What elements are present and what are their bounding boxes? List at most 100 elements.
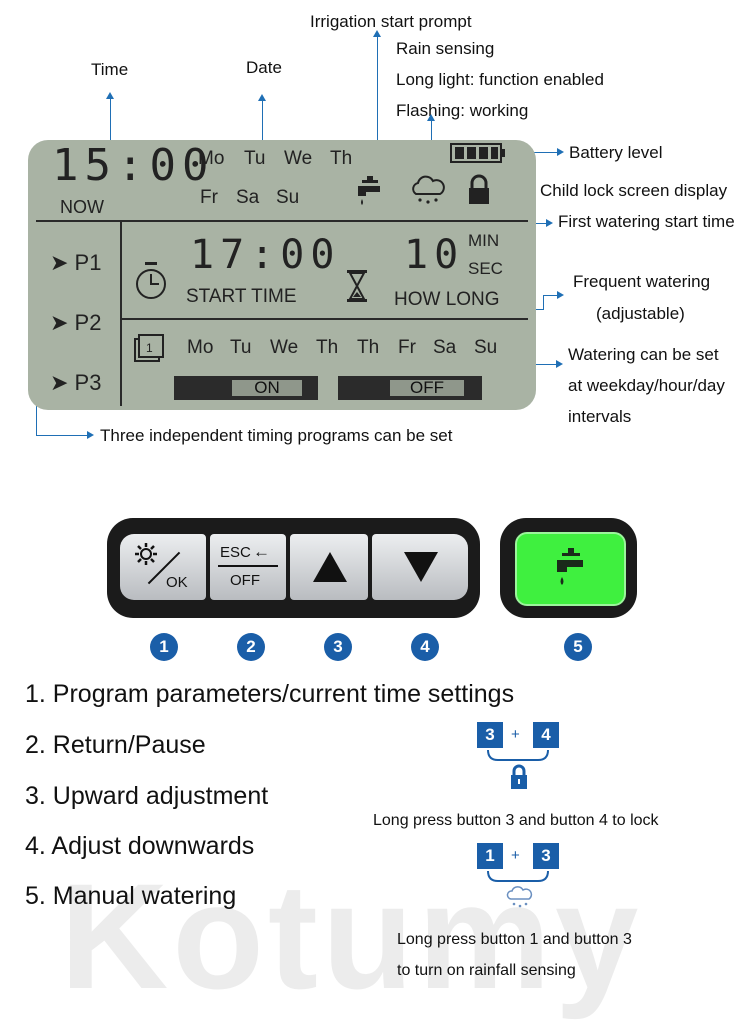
lock-key-3: 3 bbox=[477, 722, 503, 748]
up-button[interactable] bbox=[290, 534, 368, 600]
callout-child-lock: Child lock screen display bbox=[540, 181, 728, 200]
battery-icon bbox=[450, 143, 505, 163]
function-2: 2. Return/Pause bbox=[25, 731, 206, 759]
callout-time: Time bbox=[91, 60, 129, 79]
button-divider bbox=[218, 565, 278, 567]
how-long-label: HOW LONG bbox=[394, 289, 500, 310]
lock-key-4: 4 bbox=[533, 722, 559, 748]
arrow-frequent bbox=[557, 291, 564, 299]
week-su: Su bbox=[474, 337, 498, 358]
week-tu: Tu bbox=[230, 337, 252, 358]
leader-frequent-up bbox=[543, 295, 544, 310]
week-sa: Sa bbox=[433, 337, 457, 358]
arrow-first-watering bbox=[546, 219, 553, 227]
leader-time bbox=[110, 98, 111, 144]
badge-3: 3 bbox=[324, 633, 352, 661]
day-we: We bbox=[284, 148, 313, 169]
program-p3: ➤ P3 bbox=[50, 370, 102, 395]
program-p1: ➤ P1 bbox=[50, 250, 102, 275]
faucet-icon bbox=[358, 176, 380, 205]
settings-ok-button[interactable]: OK bbox=[120, 534, 206, 600]
stopwatch-icon bbox=[136, 262, 166, 299]
callout-flashing: Flashing: working bbox=[396, 101, 529, 120]
leader-frequent-end bbox=[543, 295, 557, 296]
rain-instruction-1: Long press button 1 and button 3 bbox=[397, 931, 632, 948]
start-time-label: START TIME bbox=[186, 286, 297, 307]
lock-instruction: Long press button 3 and button 4 to lock bbox=[373, 812, 659, 829]
callout-irrigation-prompt: Irrigation start prompt bbox=[310, 12, 472, 31]
rain-plus: + bbox=[511, 847, 520, 864]
rain-combo-bracket bbox=[487, 870, 549, 882]
callout-battery: Battery level bbox=[569, 143, 663, 162]
week-th-1: Th bbox=[316, 337, 339, 358]
lock-combo-bracket bbox=[487, 749, 549, 761]
callout-interval-2: at weekday/hour/day bbox=[568, 376, 725, 395]
off-label: OFF bbox=[230, 572, 260, 589]
badge-1: 1 bbox=[150, 633, 178, 661]
lcd-screen bbox=[28, 140, 536, 410]
arrow-interval bbox=[556, 360, 563, 368]
faucet-icon bbox=[557, 548, 583, 585]
lock-icon bbox=[511, 764, 527, 789]
day-fr: Fr bbox=[200, 187, 218, 208]
callout-adjustable: (adjustable) bbox=[596, 304, 685, 323]
duration-display: 10 bbox=[404, 232, 465, 278]
callout-frequent-watering: Frequent watering bbox=[573, 272, 711, 291]
lock-icon bbox=[469, 174, 489, 204]
unit-min: MIN bbox=[468, 231, 500, 250]
current-time-display: 15:00 bbox=[52, 140, 215, 191]
day-th: Th bbox=[330, 148, 353, 169]
week-we: We bbox=[270, 337, 299, 358]
week-th-2: Th bbox=[357, 337, 380, 358]
function-3: 3. Upward adjustment bbox=[25, 782, 269, 810]
now-label: NOW bbox=[60, 197, 104, 217]
esc-label: ESC bbox=[220, 544, 251, 561]
function-4: 4. Adjust downwards bbox=[25, 832, 255, 860]
arrow-time bbox=[106, 92, 114, 99]
badge-2: 2 bbox=[237, 633, 265, 661]
leader-irrigation bbox=[377, 36, 378, 178]
arrow-date bbox=[258, 94, 266, 101]
badge-5: 5 bbox=[564, 633, 592, 661]
callout-programs: Three independent timing programs can be… bbox=[100, 426, 453, 445]
callout-interval-1: Watering can be set bbox=[568, 345, 719, 364]
arrow-battery bbox=[557, 148, 564, 156]
gear-icon bbox=[135, 543, 157, 565]
function-1: 1. Program parameters/current time setti… bbox=[25, 680, 515, 708]
leader-date bbox=[262, 100, 263, 152]
down-triangle-icon bbox=[404, 552, 438, 582]
callout-long-light: Long light: function enabled bbox=[396, 70, 604, 89]
badge-4: 4 bbox=[411, 633, 439, 661]
lock-plus: + bbox=[511, 726, 520, 743]
unit-sec: SEC bbox=[468, 259, 503, 278]
arrow-irrigation bbox=[373, 30, 381, 37]
rain-instruction-2: to turn on rainfall sensing bbox=[397, 962, 576, 979]
lcd-divider-top bbox=[36, 220, 528, 222]
lcd-divider-vertical bbox=[120, 221, 122, 406]
manual-watering-button[interactable] bbox=[515, 532, 626, 606]
start-time-display: 17:00 bbox=[190, 232, 341, 278]
week-mo: Mo bbox=[187, 337, 214, 358]
ok-label: OK bbox=[166, 574, 188, 591]
leader-programs-h bbox=[36, 435, 88, 436]
rain-key-1: 1 bbox=[477, 843, 503, 869]
program-p2: ➤ P2 bbox=[50, 310, 102, 335]
day-mo: Mo bbox=[198, 148, 225, 169]
rain-cloud-icon bbox=[506, 886, 533, 908]
on-indicator: ON bbox=[174, 376, 318, 400]
calendar-icon: 1 bbox=[134, 334, 164, 362]
week-fr: Fr bbox=[398, 337, 416, 358]
lcd-divider-middle bbox=[121, 318, 528, 320]
svg-text:1: 1 bbox=[146, 341, 153, 355]
callout-interval-3: intervals bbox=[568, 407, 632, 426]
hourglass-icon bbox=[347, 270, 367, 302]
down-button[interactable] bbox=[372, 534, 468, 600]
callout-date: Date bbox=[246, 58, 282, 77]
esc-off-button[interactable]: ESC ← OFF bbox=[210, 534, 286, 600]
rain-cloud-icon bbox=[412, 175, 445, 204]
arrow-rain bbox=[427, 114, 435, 121]
callout-rain-sensing: Rain sensing bbox=[396, 39, 495, 58]
up-triangle-icon bbox=[313, 552, 347, 582]
leader-battery bbox=[515, 152, 557, 153]
arrow-programs bbox=[87, 431, 94, 439]
